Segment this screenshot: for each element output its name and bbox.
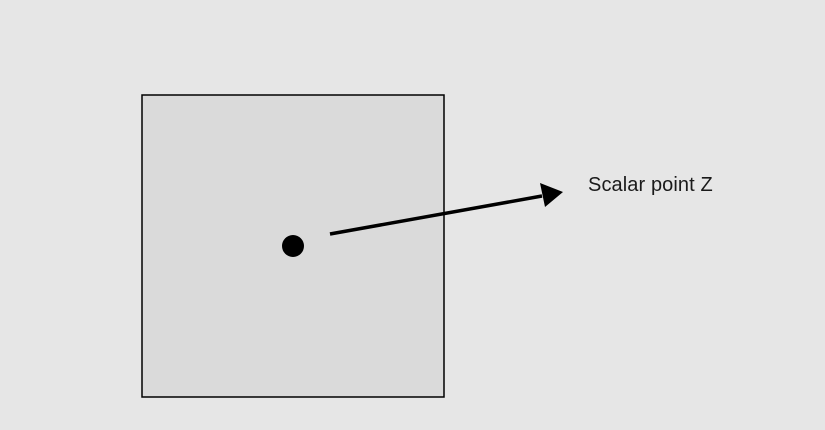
scalar-point [282,235,304,257]
arrow-shaft [329,194,543,236]
scalar-point-label: Scalar point Z [588,174,713,196]
arrow-head [540,183,563,207]
